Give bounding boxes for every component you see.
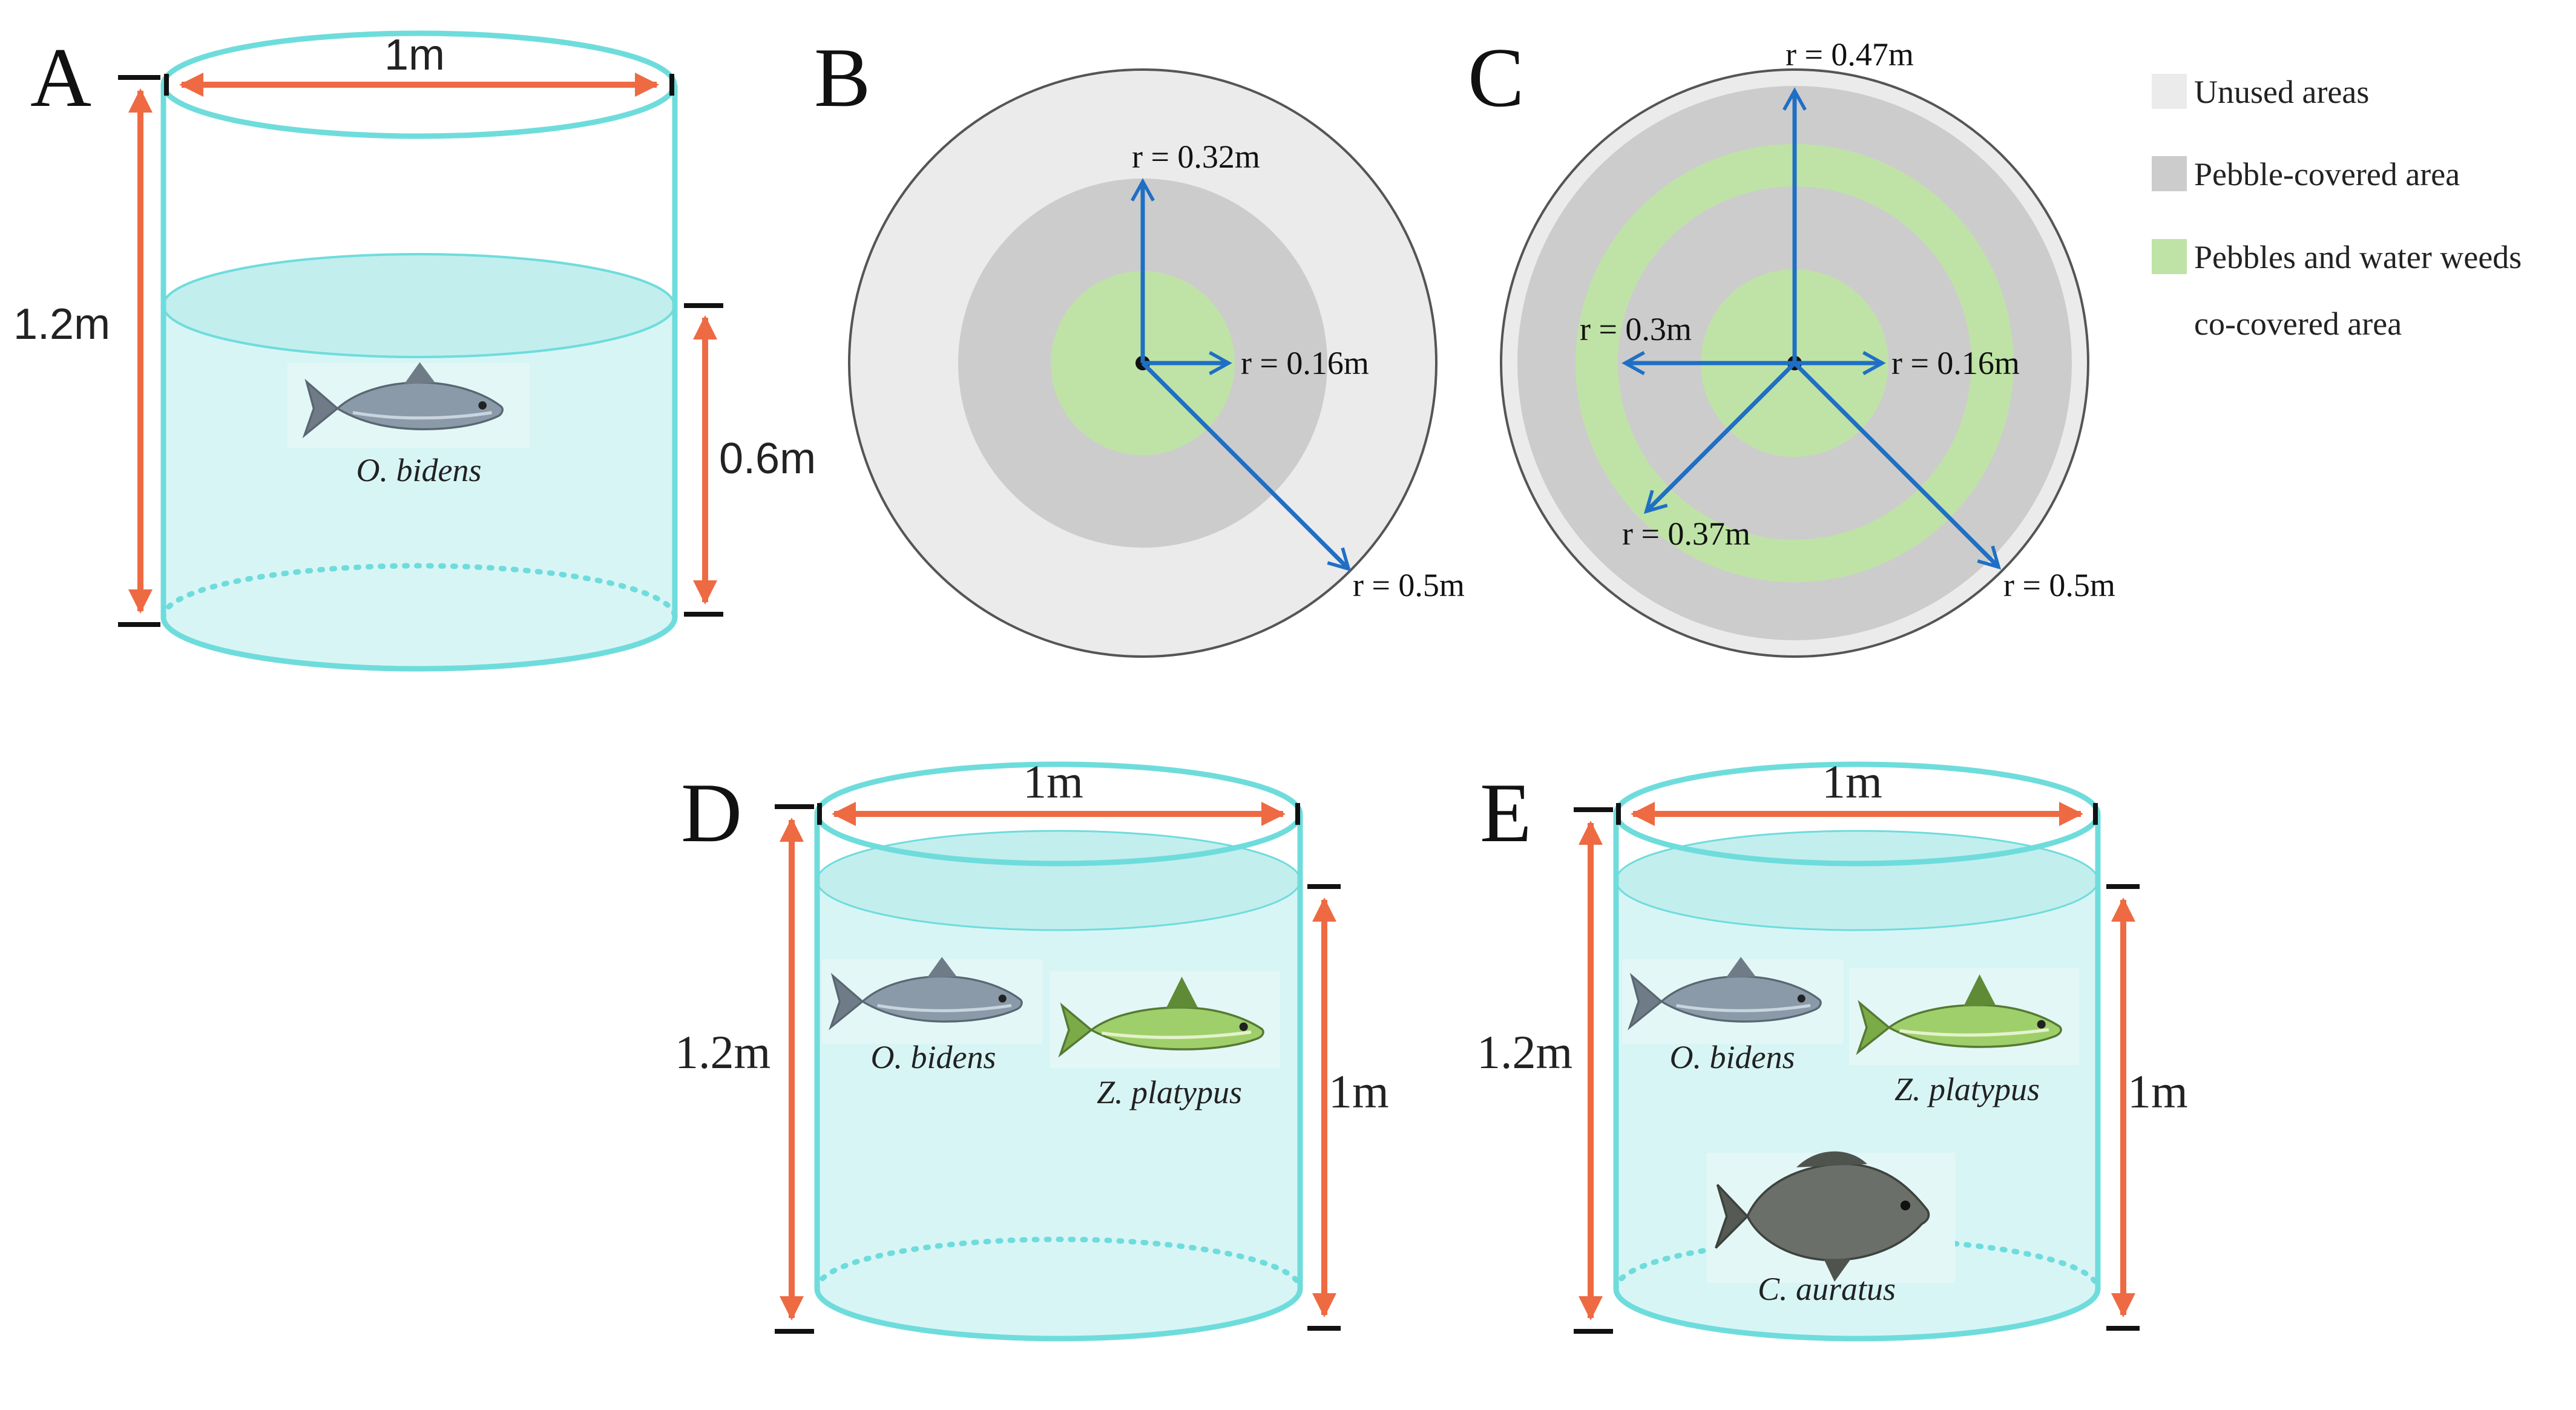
panel-letter-a: A <box>30 31 91 125</box>
tank-bottom-front-a <box>160 617 678 672</box>
species-label-a: O. bidens <box>356 452 482 488</box>
radius-label-c-037: r = 0.37m <box>1622 516 1750 552</box>
water-dimension-e: 1m <box>2106 884 2188 1331</box>
radius-label-b-05: r = 0.5m <box>1353 567 1465 603</box>
height-dimension-d: 1.2m <box>675 804 814 1334</box>
legend-swatch-pebble <box>2152 156 2187 191</box>
radius-arrow-c-05 <box>1793 361 2002 570</box>
species-label-d-2: Z. platypus <box>1097 1074 1242 1110</box>
radius-arrow-c-037 <box>1643 361 1796 514</box>
water-surface-a <box>162 253 675 358</box>
panel-letter-b: B <box>814 31 870 125</box>
height-label-e: 1.2m <box>1477 1026 1572 1078</box>
tank-bottom-back-a <box>160 563 678 620</box>
water-dimension-d: 1m <box>1307 884 1389 1331</box>
width-label-d: 1m <box>1023 755 1083 808</box>
height-dimension-e: 1.2m <box>1477 807 1613 1334</box>
radius-label-c-03: r = 0.3m <box>1580 311 1692 347</box>
radius-label-c-047: r = 0.47m <box>1786 36 1914 73</box>
legend: Unused areas Pebble-covered area Pebbles… <box>2152 74 2522 342</box>
tank-bottom-front-e <box>1613 1288 2101 1342</box>
tank-a <box>160 30 678 672</box>
legend-label-weeds: Pebbles and water weeds <box>2194 239 2522 275</box>
species-label-e-2: Z. platypus <box>1894 1071 2040 1107</box>
legend-label-pebble: Pebble-covered area <box>2194 156 2460 192</box>
width-label-a: 1m <box>384 31 445 79</box>
panel-c: C r = 0.47m r = 0.3m r = 0.16m r = 0.37m… <box>1468 31 2115 658</box>
radius-label-c-016: r = 0.16m <box>1891 345 2020 381</box>
legend-label-unused: Unused areas <box>2194 74 2369 110</box>
radius-label-c-05: r = 0.5m <box>2003 567 2115 603</box>
panel-e: E 1m 1.2m 1m O. <box>1477 755 2188 1342</box>
water-surface-e <box>1615 830 2099 931</box>
legend-item-pebble: Pebble-covered area <box>2152 156 2460 192</box>
width-dimension-e: 1m <box>1616 755 2098 826</box>
width-dimension-d: 1m <box>817 755 1300 826</box>
panel-b: B r = 0.32m r = 0.16m r = 0.5m <box>814 31 1465 658</box>
species-label-e-3: C. auratus <box>1758 1271 1896 1307</box>
width-dimension-a: 1m <box>164 31 674 97</box>
legend-swatch-unused <box>2152 74 2187 109</box>
legend-swatch-weeds <box>2152 239 2187 274</box>
water-label-a: 0.6m <box>719 434 816 483</box>
panel-letter-d: D <box>681 766 742 860</box>
panel-letter-c: C <box>1468 31 1524 125</box>
legend-label-weeds-line2: co-covered area <box>2194 306 2402 342</box>
tank-bottom-back-d <box>814 1236 1303 1292</box>
height-label-d: 1.2m <box>675 1026 770 1078</box>
radius-arrow-b-05 <box>1141 361 1352 572</box>
radius-label-b-016: r = 0.16m <box>1241 345 1369 381</box>
width-label-e: 1m <box>1822 755 1882 808</box>
water-dimension-a: 0.6m <box>684 303 816 617</box>
panel-a: A 1m 1.2m 0.6m O <box>13 30 816 672</box>
species-label-e-1: O. bidens <box>1670 1039 1795 1075</box>
species-label-d-1: O. bidens <box>871 1039 996 1075</box>
legend-item-weeds: Pebbles and water weeds co-covered area <box>2152 239 2522 342</box>
height-label-a: 1.2m <box>13 300 110 349</box>
legend-item-unused: Unused areas <box>2152 74 2369 110</box>
panel-letter-e: E <box>1480 766 1532 860</box>
radius-label-b-032: r = 0.32m <box>1132 139 1260 175</box>
tank-bottom-front-d <box>814 1288 1303 1342</box>
water-label-e: 1m <box>2128 1065 2188 1118</box>
water-surface-d <box>816 830 1301 931</box>
panel-d: D 1m 1.2m 1m O. <box>675 755 1389 1342</box>
water-label-d: 1m <box>1329 1065 1389 1118</box>
height-dimension-a: 1.2m <box>13 75 160 627</box>
